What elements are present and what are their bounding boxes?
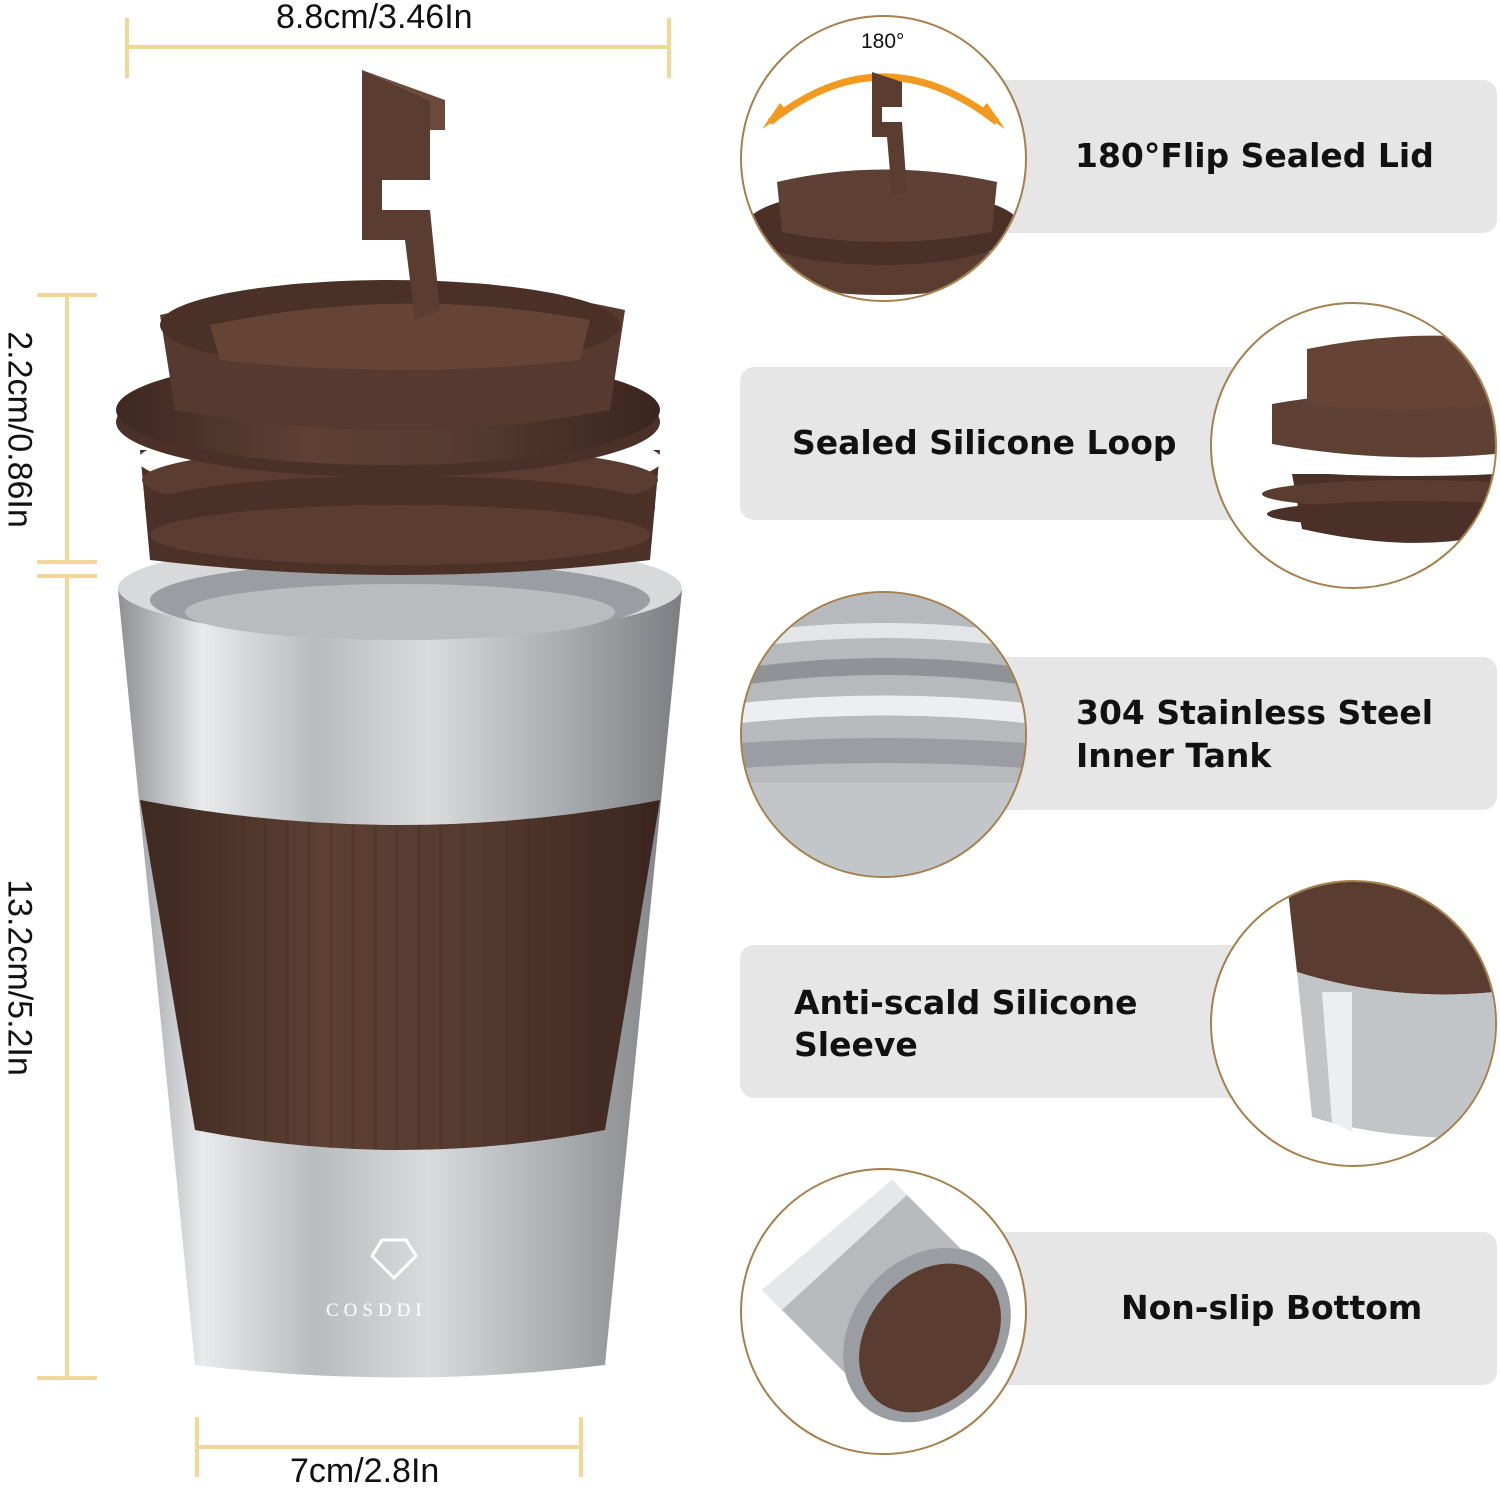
feature-panel-sleeve [740, 945, 1300, 1098]
lid-height-label: 2.2cm/0.86In [0, 331, 39, 528]
cup-illustration [116, 70, 682, 1378]
dimension-lines [37, 18, 671, 1477]
bottom-width-label: 7cm/2.8In [290, 1452, 440, 1490]
feature-label-steel-1: 304 Stainless Steel [1076, 693, 1434, 732]
feature-label-bottom: Non-slip Bottom [1121, 1288, 1423, 1327]
feature-image-lid [740, 15, 1027, 302]
feature-image-bottom [740, 1168, 1027, 1455]
brand-logo-icon [370, 1238, 418, 1281]
feature-label-sleeve-2: Sleeve [794, 1025, 918, 1064]
top-width-label: 8.8cm/3.46In [276, 0, 473, 36]
feature-label-lid: 180°Flip Sealed Lid [1075, 136, 1434, 175]
feature-image-steel [740, 591, 1027, 878]
feature-label-steel-2: Inner Tank [1076, 736, 1272, 775]
body-height-label: 13.2cm/5.2In [0, 879, 39, 1076]
brand-name: COSDDI [326, 1300, 427, 1321]
feature-label-sleeve-1: Anti-scald Silicone [794, 983, 1138, 1022]
feature-panel-loop [740, 367, 1300, 520]
angle-label: 180° [858, 30, 908, 54]
feature-image-loop [1210, 302, 1497, 589]
feature-image-sleeve [1210, 880, 1497, 1167]
feature-label-loop: Sealed Silicone Loop [792, 423, 1177, 462]
